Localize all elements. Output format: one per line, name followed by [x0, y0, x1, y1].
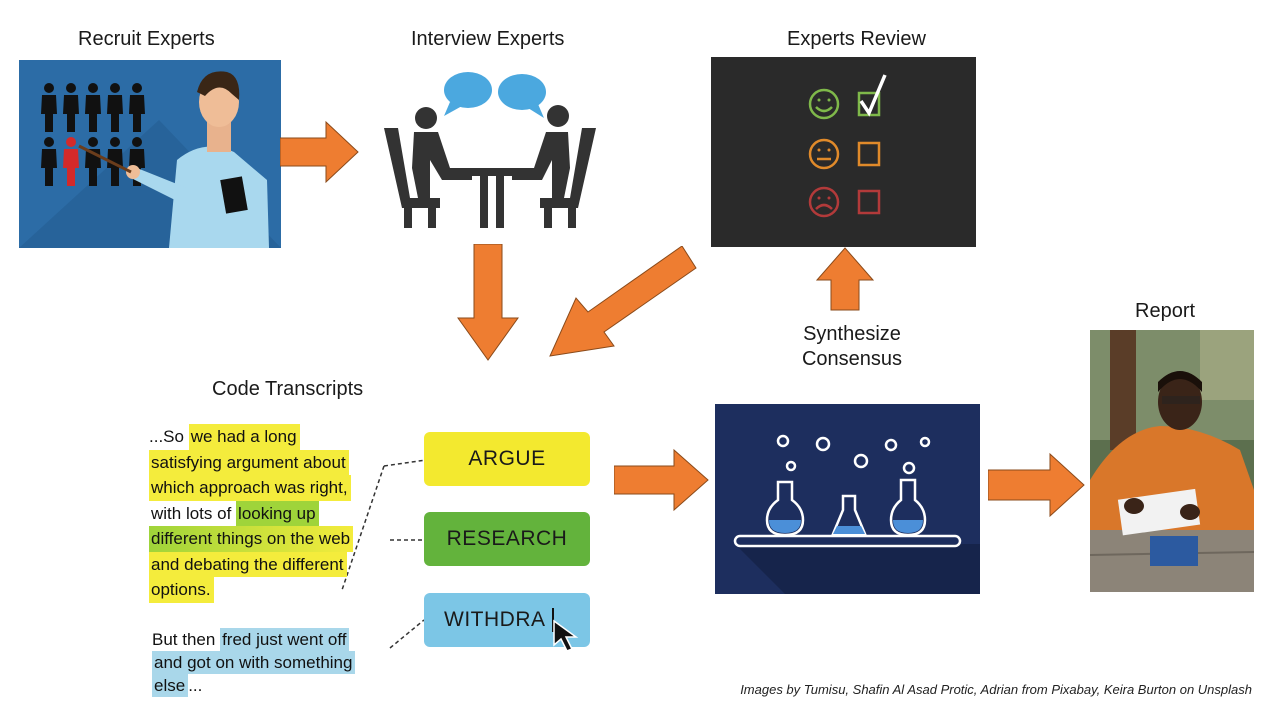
person-silhouette-body — [85, 149, 101, 186]
withdraw-tag-text: WITHDRA — [444, 608, 546, 631]
person-silhouette-body — [85, 95, 101, 132]
person-silhouette-icon — [110, 137, 120, 147]
person-silhouette-body — [41, 149, 57, 186]
arrow-code-to-synthesize — [614, 448, 710, 512]
neutral-face-icon — [808, 138, 840, 170]
person-silhouette-icon — [132, 83, 142, 93]
argue-tag[interactable]: ARGUE — [424, 432, 590, 486]
person-silhouette-body — [41, 95, 57, 132]
experts-review-image — [711, 57, 976, 247]
candidate-crowd — [41, 83, 145, 186]
transcript1-line1-plain: ...So — [149, 427, 189, 446]
arrow-synthesize-to-review — [816, 246, 874, 312]
consensus-label: Consensus — [801, 348, 903, 370]
mouse-pointer-icon — [553, 619, 579, 652]
arrow-recruit-to-interview — [280, 120, 360, 184]
person-silhouette-icon — [88, 83, 98, 93]
report-photo — [1090, 330, 1254, 592]
person-silhouette-icon — [88, 137, 98, 147]
transcript1-line4-highlight: looking up — [236, 500, 319, 526]
transcript1-line2: satisfying argument about — [149, 449, 349, 475]
tag-connectors — [341, 459, 427, 649]
code-transcripts-title: Code Transcripts — [212, 378, 364, 400]
transcript2-line2: and got on with something — [152, 651, 356, 674]
person-silhouette-body — [107, 149, 123, 186]
person-silhouette-icon — [66, 137, 76, 147]
person-silhouette-icon — [110, 83, 120, 93]
sad-face-icon — [808, 186, 840, 218]
two-people-at-table-icon — [384, 105, 596, 228]
empty-box-icon-red — [857, 189, 881, 215]
happy-face-icon — [808, 88, 840, 120]
transcript2-line1-plain: But then — [152, 630, 221, 649]
person-silhouette-body — [63, 95, 79, 132]
person-silhouette-icon — [44, 137, 54, 147]
recruit-experts-title: Recruit Experts — [78, 28, 215, 50]
person-silhouette-body — [107, 95, 123, 132]
transcript1-line3: which approach was right, — [149, 475, 351, 501]
transcript1-line1-highlight: we had a long — [188, 424, 300, 450]
transcript-excerpt-1: ...So we had a long satisfying argument … — [149, 424, 354, 603]
text-cursor — [551, 608, 554, 632]
withdraw-tag-input[interactable]: WITHDRA — [424, 593, 590, 652]
transcript2-line1-highlight: fred just went off — [220, 628, 350, 651]
transcript1-line4-plain: with lots of — [151, 503, 237, 523]
experts-review-title: Experts Review — [787, 28, 926, 50]
synthesize-lab-image — [715, 404, 980, 594]
empty-box-icon — [857, 141, 881, 167]
recruit-experts-image — [19, 60, 281, 248]
person-silhouette-body — [63, 149, 79, 186]
transcript2-line3-highlight: else — [152, 674, 189, 697]
transcript-excerpt-2: But then fred just went off and got on w… — [152, 628, 356, 697]
person-silhouette-icon — [44, 83, 54, 93]
synthesize-consensus-title: Synthesize Consensus — [800, 322, 904, 372]
image-credits: Images by Tumisu, Shafin Al Asad Protic,… — [740, 682, 1252, 697]
speech-bubbles-icon — [444, 72, 546, 118]
person-silhouette-icon — [66, 83, 76, 93]
transcript1-line7: options. — [149, 577, 214, 603]
transcript1-line5: different things on the web — [149, 526, 354, 552]
interview-experts-title: Interview Experts — [411, 28, 565, 50]
presenter-figure — [78, 71, 269, 248]
synthesize-label: Synthesize — [803, 323, 901, 345]
arrow-synthesize-to-report — [988, 452, 1086, 518]
person-silhouette-body — [129, 95, 145, 132]
transcript1-line6: and debating the different — [149, 551, 347, 577]
interview-experts-image — [380, 68, 600, 233]
person-silhouette-icon — [132, 137, 142, 147]
arrow-interview-to-code — [456, 244, 520, 362]
research-tag[interactable]: RESEARCH — [424, 512, 590, 566]
transcript2-line3-plain: ... — [188, 676, 203, 695]
arrow-review-to-code — [548, 246, 698, 360]
report-title: Report — [1135, 300, 1196, 322]
